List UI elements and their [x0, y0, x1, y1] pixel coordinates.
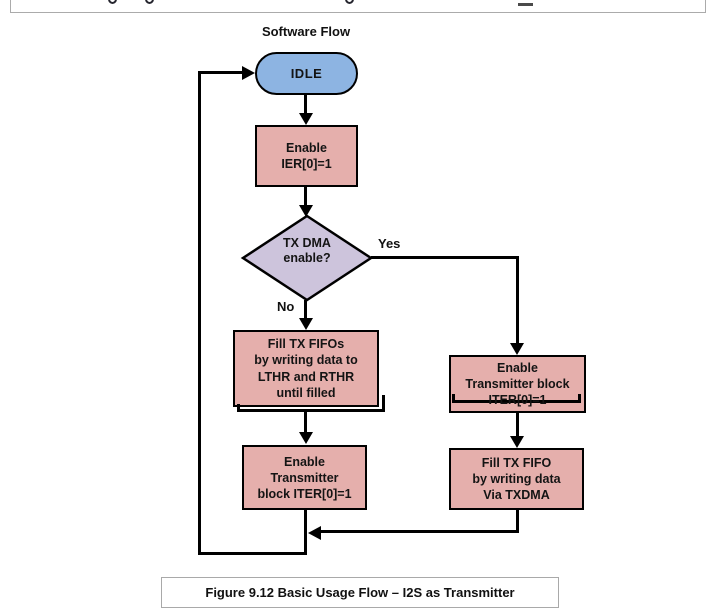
connector-loop-vertical	[198, 71, 201, 555]
connector-enable-to-decision	[304, 187, 307, 206]
node-text-line: TX DMA	[283, 236, 331, 250]
arrowhead-decision	[299, 205, 313, 217]
box-border-artifact	[382, 395, 385, 412]
connector-enable-to-filldma	[516, 413, 519, 437]
node-tx-dma-decision-text: TX DMA enable?	[254, 236, 360, 266]
node-text-line: enable?	[283, 251, 331, 265]
node-fill-tx-fifos: Fill TX FIFOs by writing data to LTHR an…	[233, 330, 379, 407]
connector-left-down	[304, 510, 307, 555]
node-text-line: ITER[0]=1	[488, 393, 547, 407]
node-idle: IDLE	[255, 52, 358, 95]
edge-label-no: No	[277, 299, 295, 314]
box-border-artifact	[237, 404, 240, 412]
node-text-line: block ITER[0]=1	[257, 486, 352, 501]
arrowhead-fill-fifo-dma	[510, 436, 524, 448]
node-idle-label: IDLE	[290, 66, 323, 81]
connector-yes-vertical	[516, 256, 519, 344]
diagram-title: Software Flow	[261, 24, 351, 39]
node-text-line: Fill TX FIFO	[481, 456, 552, 470]
connector-loop-bottom	[198, 552, 307, 555]
connector-idle-to-enable	[304, 95, 307, 114]
box-border-artifact	[578, 394, 581, 403]
node-enable-ier: Enable IER[0]=1	[255, 125, 358, 187]
connector-join-horizontal	[321, 530, 518, 533]
clipped-table-border	[10, 0, 706, 13]
arrowhead-enable-tx-right	[510, 343, 524, 355]
node-enable-transmitter-right: Enable Transmitter block ITER[0]=1	[449, 355, 586, 413]
arrowhead-join	[308, 526, 321, 540]
node-text-line: Via TXDMA	[483, 488, 550, 502]
connector-fifos-to-enable	[304, 409, 307, 433]
clipped-text-descender	[108, 0, 117, 4]
connector-filldma-down	[516, 510, 519, 533]
box-border-artifact	[452, 394, 455, 403]
node-text-line: Enable	[286, 141, 327, 155]
edge-label-yes: Yes	[378, 236, 401, 251]
node-text-line: IER[0]=1	[281, 157, 332, 171]
arrowhead-enable-ier	[299, 113, 313, 125]
connector-loop-top	[198, 71, 242, 74]
node-enable-transmitter-left: Enable Transmitter block ITER[0]=1	[242, 445, 367, 510]
node-text-line: Transmitter block	[465, 377, 570, 391]
node-tx-dma-decision	[240, 214, 374, 302]
arrowhead-fill-fifos	[299, 318, 313, 330]
arrowhead-into-idle	[242, 66, 255, 80]
figure-caption-box: Figure 9.12 Basic Usage Flow – I2S as Tr…	[161, 577, 559, 608]
node-text-line: Transmitter	[270, 470, 339, 485]
node-text-line: Enable	[284, 454, 325, 469]
node-text-line: LTHR and RTHR	[257, 369, 355, 384]
node-text-line: Enable	[497, 361, 538, 375]
clipped-text-descender	[345, 0, 354, 4]
node-text-line: until filled	[276, 386, 336, 400]
figure-caption: Figure 9.12 Basic Usage Flow – I2S as Tr…	[205, 585, 515, 600]
connector-no-vertical	[304, 300, 307, 319]
node-text-line: by writing data	[472, 472, 561, 486]
clipped-text-descender	[145, 0, 154, 4]
box-border-artifact	[452, 400, 581, 403]
node-fill-tx-fifo-dma: Fill TX FIFO by writing data Via TXDMA	[449, 448, 584, 510]
clipped-text-underscore	[518, 3, 533, 6]
box-border-artifact	[237, 409, 385, 412]
arrowhead-enable-tx-left	[299, 432, 313, 444]
node-text-line: by writing data to	[254, 353, 358, 367]
node-text-line: Fill TX FIFOs	[267, 336, 345, 351]
connector-yes-horizontal	[371, 256, 519, 259]
